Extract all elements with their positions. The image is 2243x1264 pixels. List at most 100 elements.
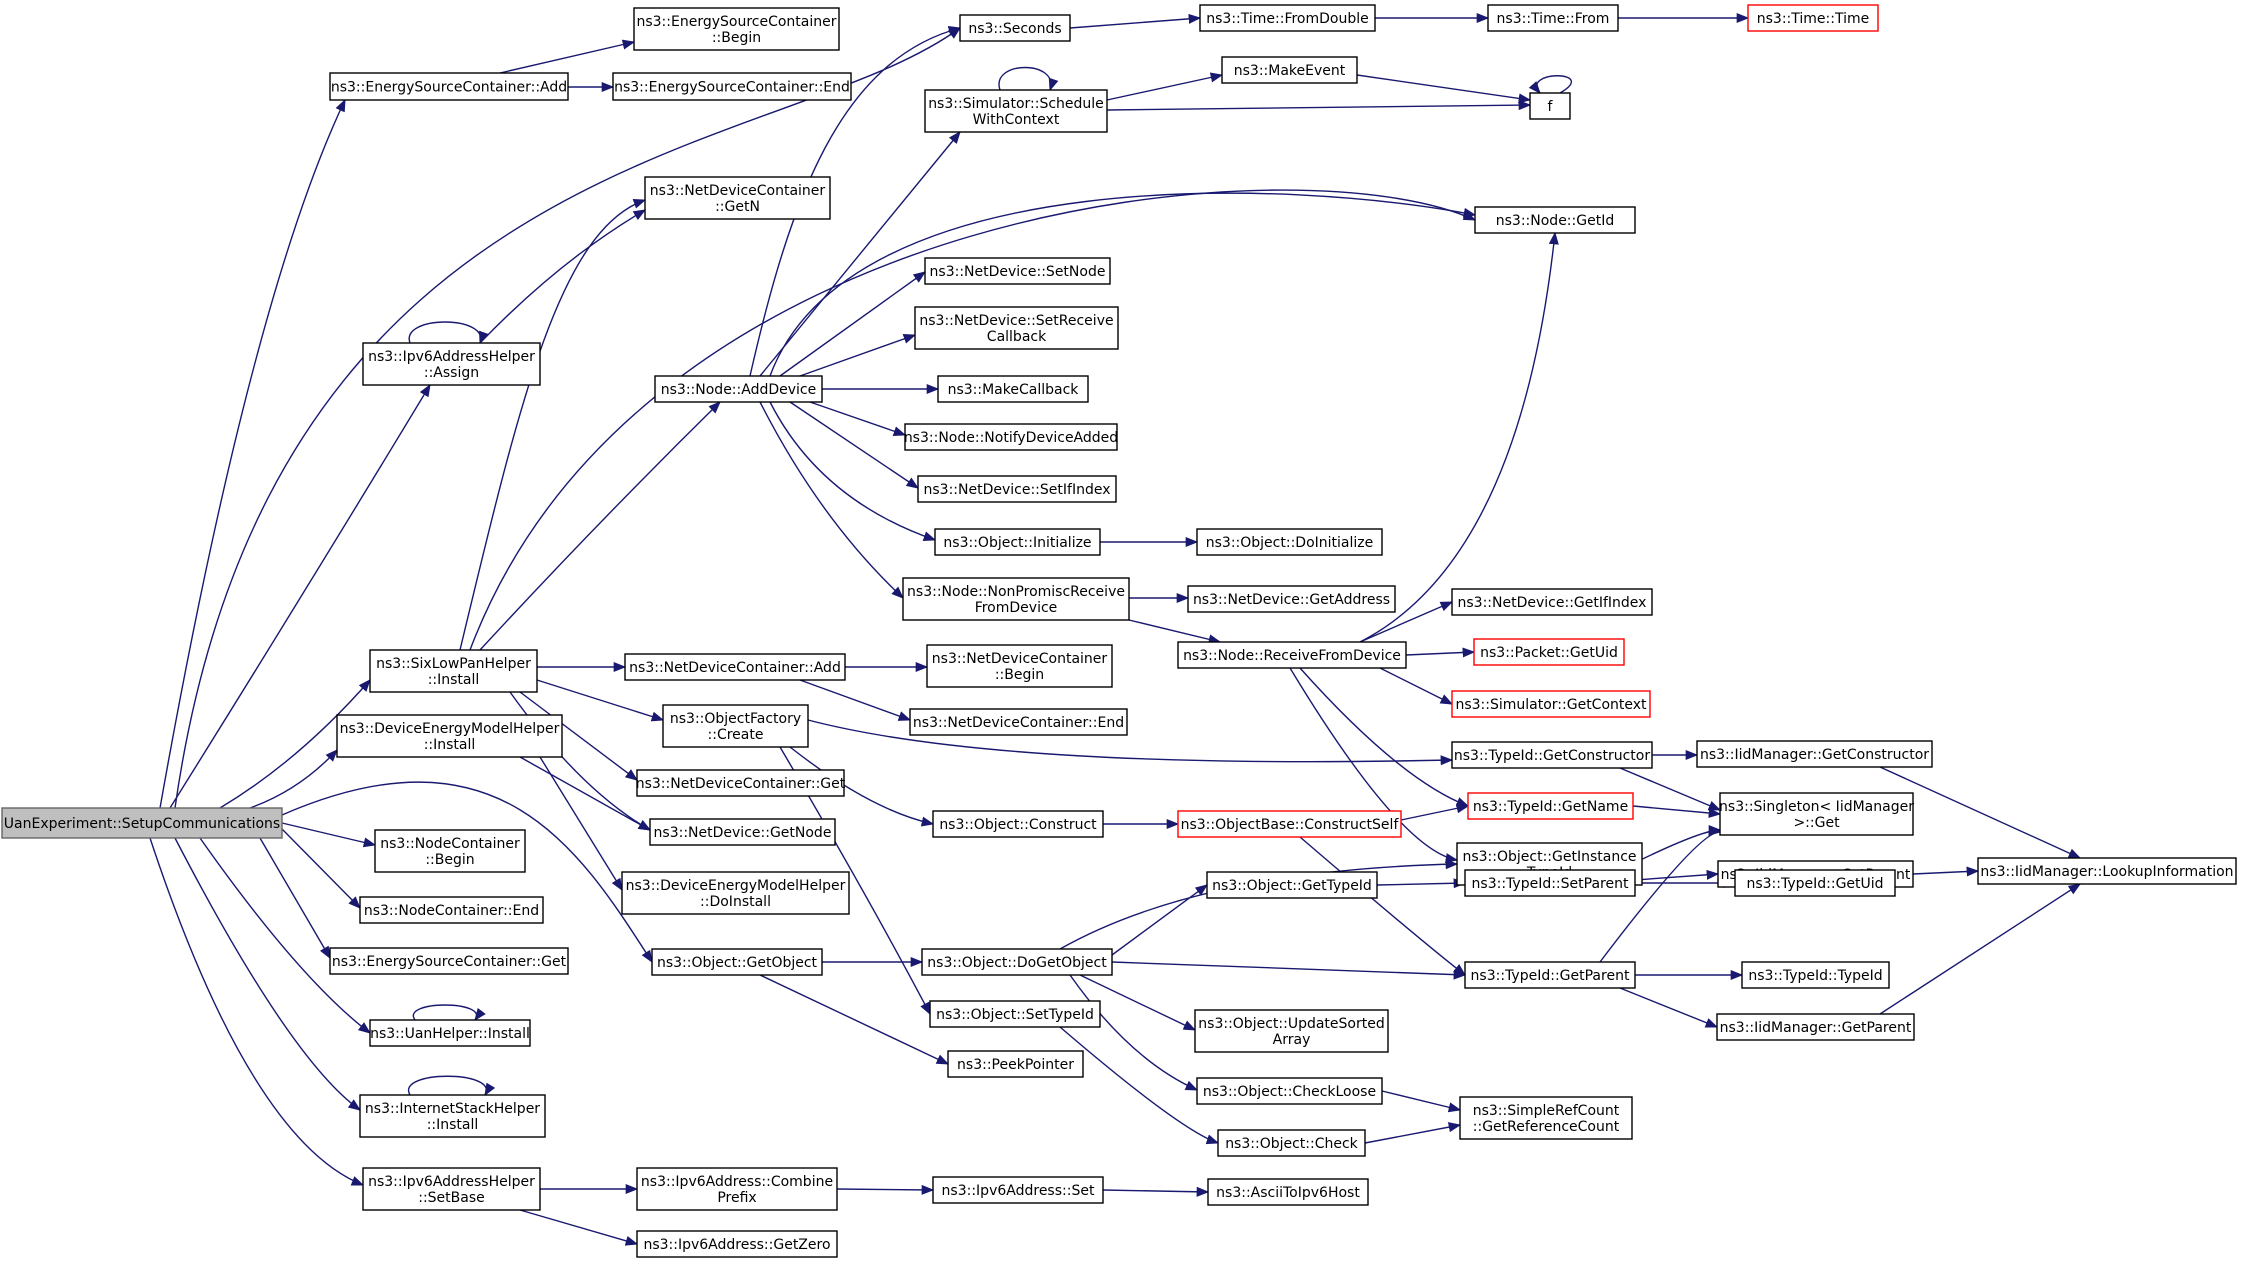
edge-root-to-nc_end xyxy=(281,828,361,909)
node-nd-getnode[interactable]: ns3::NetDevice::GetNode xyxy=(649,818,836,846)
node-obj-doinitialize[interactable]: ns3::Object::DoInitialize xyxy=(1196,528,1383,556)
node-typeid-getconstructor[interactable]: ns3::TypeId::GetConstructor xyxy=(1451,741,1653,769)
edge-sim_schedule-to-sim_schedule xyxy=(998,66,1059,92)
node-nd-getifindex[interactable]: ns3::NetDevice::GetIfIndex xyxy=(1451,588,1653,616)
node-node-adddevice[interactable]: ns3::Node::AddDevice xyxy=(654,375,823,403)
node-ndc-add[interactable]: ns3::NetDeviceContainer::Add xyxy=(624,653,846,681)
edge-root-to-ipv6_setbase xyxy=(149,837,365,1186)
node-make-event[interactable]: ns3::MakeEvent xyxy=(1221,56,1358,84)
node-box xyxy=(1196,528,1383,556)
node-box xyxy=(1451,690,1651,718)
node-label: ns3::Ipv6AddressHelper xyxy=(368,349,535,365)
edge-node_nonpromisc-to-node_receive xyxy=(1128,619,1222,645)
node-uan-install[interactable]: ns3::UanHelper::Install xyxy=(369,1019,531,1047)
edge-objfactory_create-to-obj_construct xyxy=(789,746,935,827)
node-esc-get[interactable]: ns3::EnergySourceContainer::Get xyxy=(329,947,569,975)
node-typeid-setparent[interactable]: ns3::TypeId::SetParent xyxy=(1464,869,1636,897)
node-demh-install[interactable]: ns3::DeviceEnergyModelHelper::Install xyxy=(336,714,563,758)
node-make-callback[interactable]: ns3::MakeCallback xyxy=(937,375,1089,403)
node-typeid-typeid[interactable]: ns3::TypeId::TypeId xyxy=(1741,961,1890,989)
node-nd-getaddress[interactable]: ns3::NetDevice::GetAddress xyxy=(1187,585,1396,613)
node-nc-begin[interactable]: ns3::NodeContainer::Begin xyxy=(374,829,526,873)
node-box xyxy=(1464,869,1636,897)
node-obj-dogetobject[interactable]: ns3::Object::DoGetObject xyxy=(921,948,1113,976)
node-typeid-getparent[interactable]: ns3::TypeId::GetParent xyxy=(1464,961,1636,989)
node-ndc-end[interactable]: ns3::NetDeviceContainer::End xyxy=(909,708,1128,736)
node-ndc-getn[interactable]: ns3::NetDeviceContainer::GetN xyxy=(644,176,831,220)
node-asciitoipv6[interactable]: ns3::AsciiToIpv6Host xyxy=(1207,1178,1369,1206)
node-obj-initialize[interactable]: ns3::Object::Initialize xyxy=(934,528,1101,556)
node-obj-getobject[interactable]: ns3::Object::GetObject xyxy=(651,948,823,976)
node-obj-construct[interactable]: ns3::Object::Construct xyxy=(932,810,1104,838)
node-node-notify[interactable]: ns3::Node::NotifyDeviceAdded xyxy=(904,423,1118,451)
node-packet-getuid[interactable]: ns3::Packet::GetUid xyxy=(1473,638,1625,666)
node-simplerefcount[interactable]: ns3::SimpleRefCount::GetReferenceCount xyxy=(1459,1096,1633,1140)
node-box xyxy=(336,714,563,758)
edge-sixlowpan_install-to-node_getid xyxy=(469,189,1477,651)
node-time-time[interactable]: ns3::Time::Time xyxy=(1747,4,1879,32)
node-ipv6-setbase[interactable]: ns3::Ipv6AddressHelper::SetBase xyxy=(362,1167,541,1211)
node-iid-lookup[interactable]: ns3::IidManager::LookupInformation xyxy=(1977,857,2237,885)
node-esc-add[interactable]: ns3::EnergySourceContainer::Add xyxy=(329,72,569,101)
edge-iid_getparent-to-iid_lookup xyxy=(1879,883,2082,1015)
node-obj-gettypeid[interactable]: ns3::Object::GetTypeId xyxy=(1206,871,1378,899)
node-peekpointer[interactable]: ns3::PeekPointer xyxy=(947,1050,1084,1078)
edge-node_receive-to-sim_getcontext xyxy=(1379,667,1454,705)
edge-node_receive-to-typeid_getname xyxy=(1299,667,1470,807)
node-label: ns3::Time::FromDouble xyxy=(1206,11,1369,27)
node-iid-getparent[interactable]: ns3::IidManager::GetParent xyxy=(1716,1013,1915,1041)
node-f[interactable]: f xyxy=(1529,92,1571,120)
node-label: ns3::Ipv6Address::GetZero xyxy=(643,1237,830,1253)
node-demh-doinstall[interactable]: ns3::DeviceEnergyModelHelper::DoInstall xyxy=(621,871,850,915)
node-box xyxy=(929,1000,1101,1028)
node-ipv6addr-getzero[interactable]: ns3::Ipv6Address::GetZero xyxy=(636,1230,838,1258)
node-typeid-getname[interactable]: ns3::TypeId::GetName xyxy=(1467,792,1634,820)
edge-typeid_setparent-to-iid_setparent xyxy=(1634,869,1720,881)
node-time-fromdouble[interactable]: ns3::Time::FromDouble xyxy=(1199,4,1376,32)
node-seconds[interactable]: ns3::Seconds xyxy=(959,14,1071,42)
node-label: ns3::EnergySourceContainer::End xyxy=(614,80,850,96)
node-label: ns3::Simulator::GetContext xyxy=(1455,697,1647,713)
node-sim-getcontext[interactable]: ns3::Simulator::GetContext xyxy=(1451,690,1651,718)
node-iid-getconstructor[interactable]: ns3::IidManager::GetConstructor xyxy=(1696,740,1933,768)
node-obj-check[interactable]: ns3::Object::Check xyxy=(1217,1129,1366,1157)
node-box xyxy=(633,7,840,51)
node-label: ns3::MakeEvent xyxy=(1234,63,1346,79)
node-box xyxy=(1221,56,1358,84)
node-objfactory-create[interactable]: ns3::ObjectFactory::Create xyxy=(662,704,809,748)
node-label: ns3::EnergySourceContainer xyxy=(636,14,836,30)
node-nc-end[interactable]: ns3::NodeContainer::End xyxy=(359,896,544,924)
node-ndc-begin[interactable]: ns3::NetDeviceContainer::Begin xyxy=(926,644,1113,688)
node-esc-begin[interactable]: ns3::EnergySourceContainer::Begin xyxy=(633,7,840,51)
node-obj-checkloose[interactable]: ns3::Object::CheckLoose xyxy=(1196,1077,1383,1105)
node-esc-end[interactable]: ns3::EnergySourceContainer::End xyxy=(612,72,852,101)
node-ipv6-assign[interactable]: ns3::Ipv6AddressHelper::Assign xyxy=(362,342,541,386)
edge-obj_gettypeid-to-typeid_setparent xyxy=(1376,878,1467,889)
node-box xyxy=(649,818,836,846)
node-nd-setifindex[interactable]: ns3::NetDevice::SetIfIndex xyxy=(917,475,1117,503)
node-time-from[interactable]: ns3::Time::From xyxy=(1487,4,1619,32)
node-label: ns3::IidManager::GetConstructor xyxy=(1700,747,1929,763)
node-node-receive[interactable]: ns3::Node::ReceiveFromDevice xyxy=(1177,641,1407,669)
edge-node_adddevice-to-sim_schedule xyxy=(759,131,961,377)
node-label: ns3::PeekPointer xyxy=(957,1057,1074,1073)
node-nd-setnode[interactable]: ns3::NetDevice::SetNode xyxy=(924,257,1111,285)
node-label: ns3::EnergySourceContainer::Add xyxy=(331,80,567,96)
node-label: ns3::Ipv6AddressHelper xyxy=(368,1174,535,1190)
node-obj-settypeid[interactable]: ns3::Object::SetTypeId xyxy=(929,1000,1101,1028)
node-singleton-get[interactable]: ns3::Singleton< IidManager >::Get xyxy=(1719,792,1914,836)
node-ipv6addr-set[interactable]: ns3::Ipv6Address::Set xyxy=(932,1176,1104,1204)
node-root[interactable]: UanExperiment::SetupCommunications xyxy=(1,807,283,839)
node-ish-install[interactable]: ns3::InternetStackHelper::Install xyxy=(359,1094,546,1138)
node-sixlowpan-install[interactable]: ns3::SixLowPanHelper::Install xyxy=(369,649,538,693)
node-label: ns3::NodeContainer xyxy=(380,836,520,852)
node-typeid-getuid[interactable]: ns3::TypeId::GetUid xyxy=(1734,869,1896,897)
node-ndc-get[interactable]: ns3::NetDeviceContainer::Get xyxy=(636,769,846,797)
node-node-getid[interactable]: ns3::Node::GetId xyxy=(1474,206,1636,234)
node-objbase-constructself[interactable]: ns3::ObjectBase::ConstructSelf xyxy=(1177,810,1402,838)
